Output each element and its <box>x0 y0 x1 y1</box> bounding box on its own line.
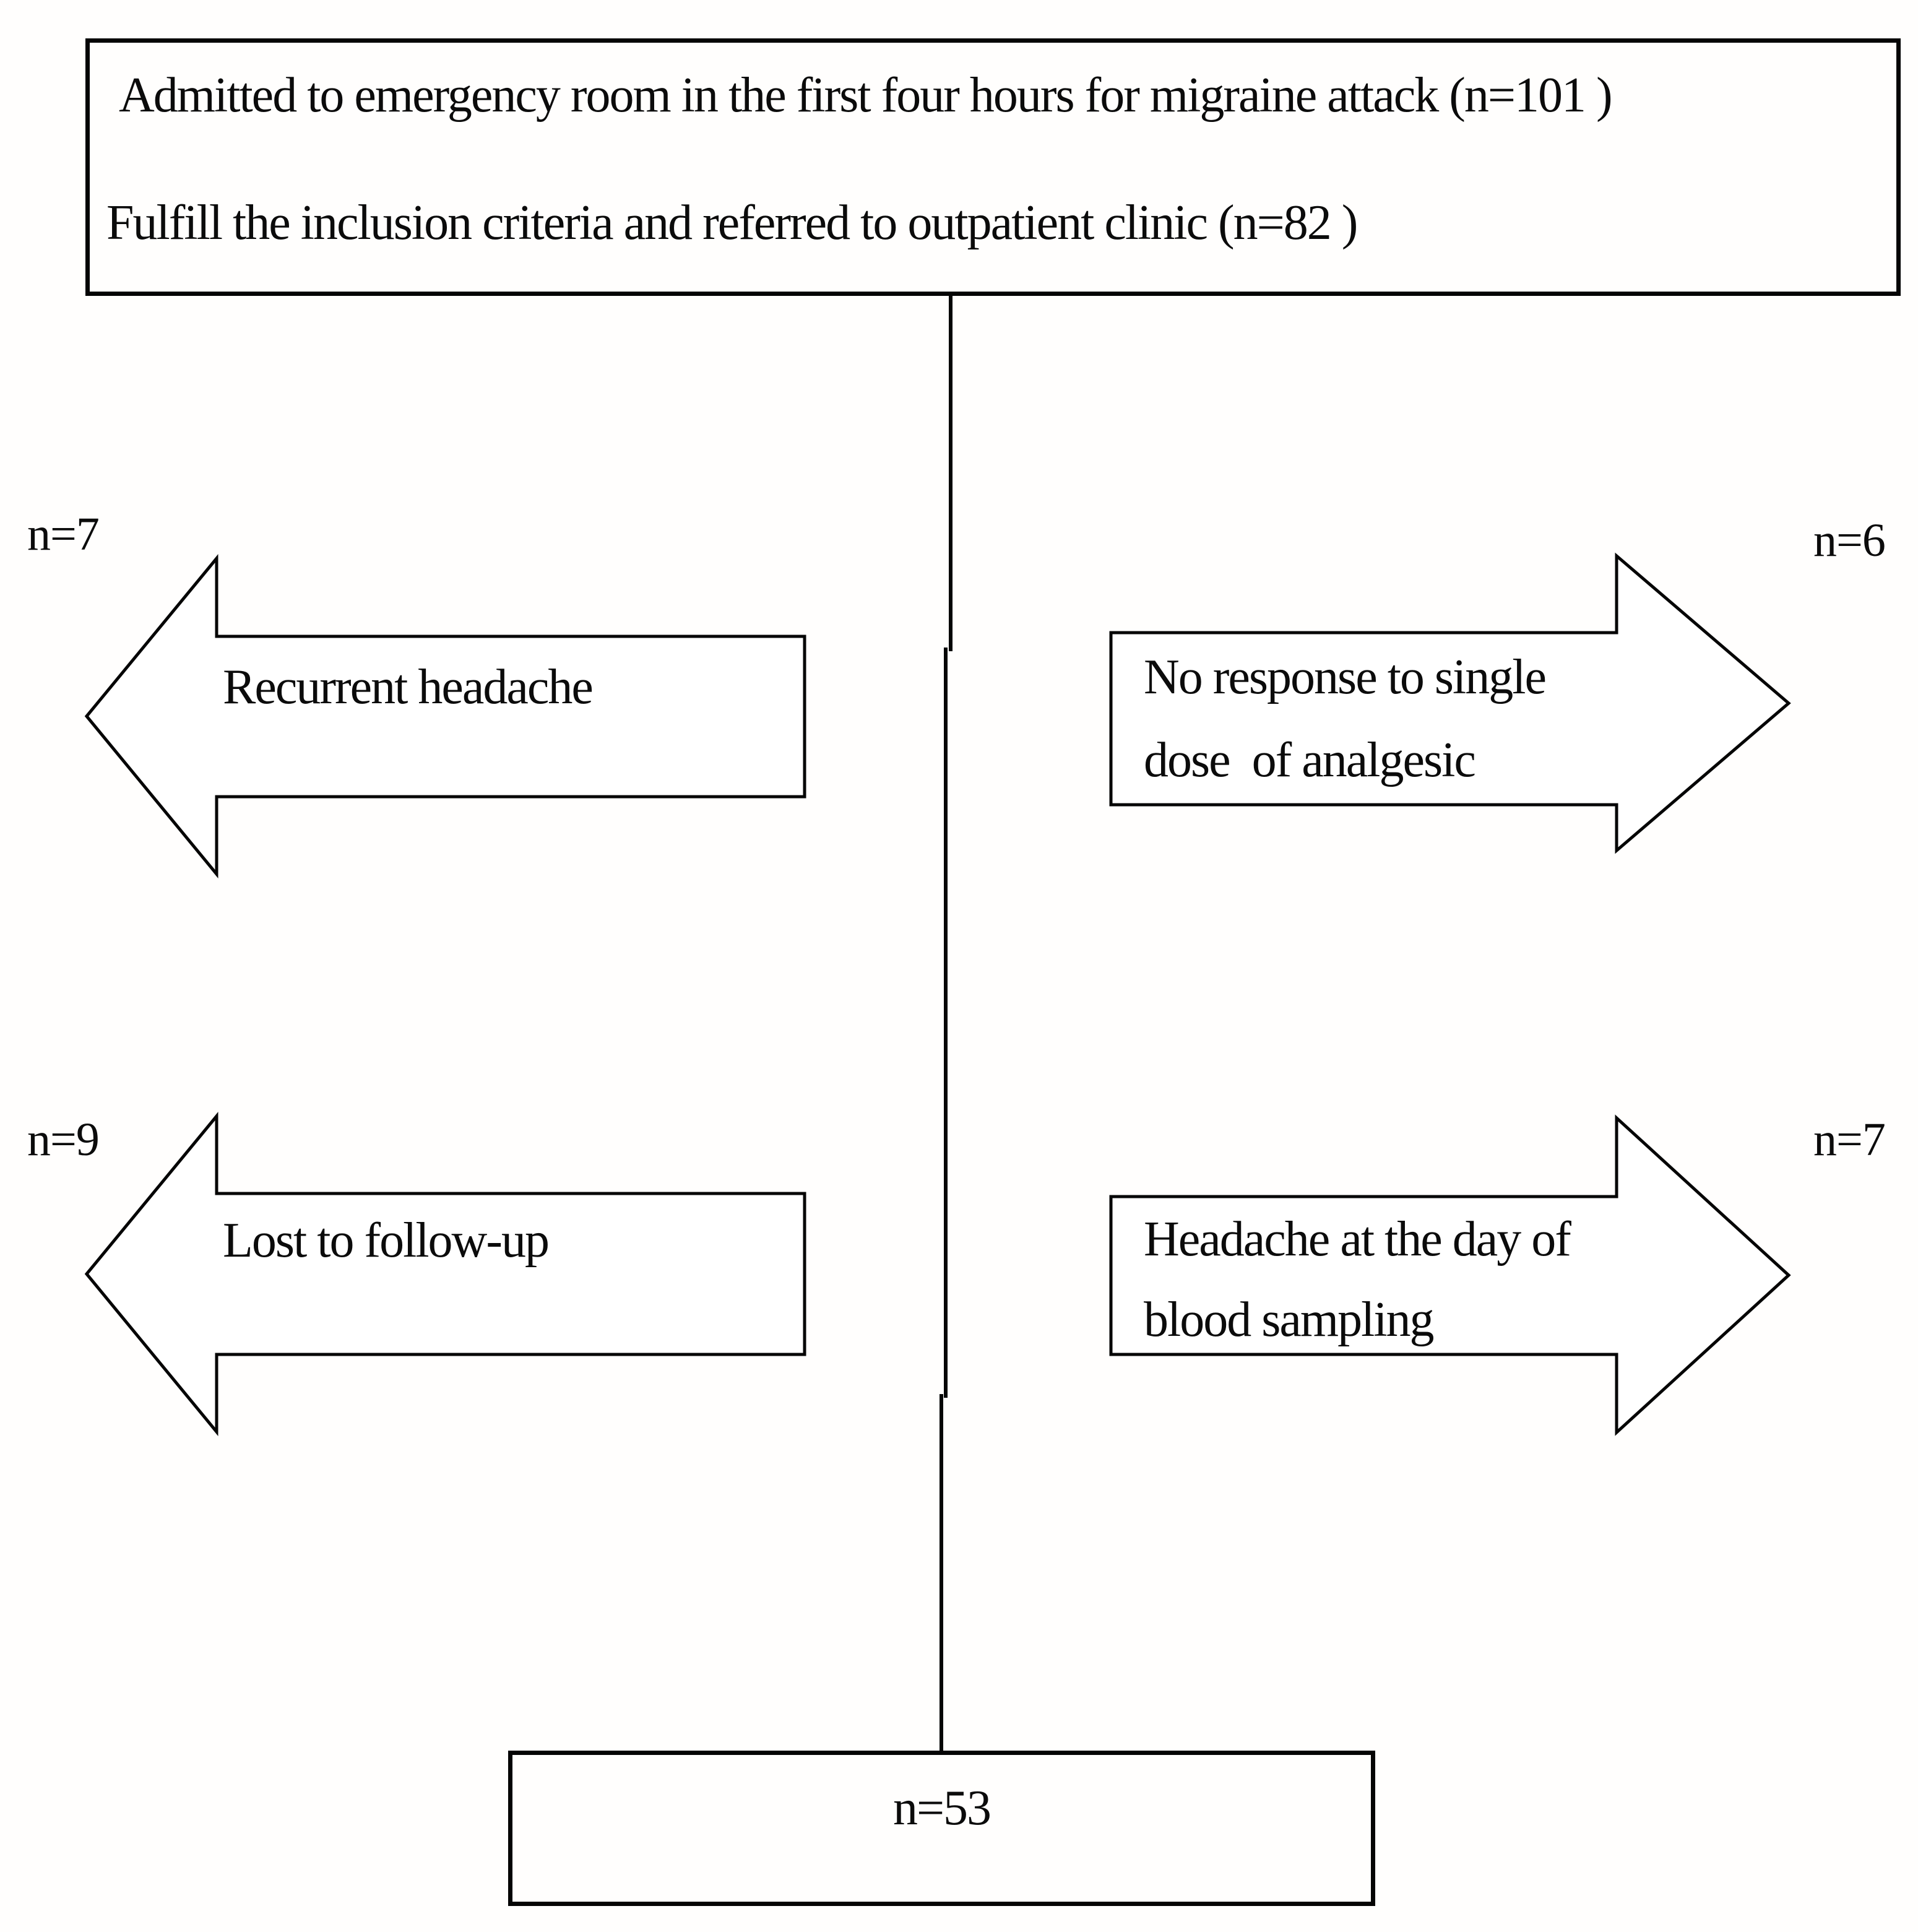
bottom-box <box>508 1751 1375 1906</box>
count-label-left-1: n=7 <box>27 508 100 560</box>
right-arrow-2-shape <box>1109 1114 1791 1436</box>
top-box-line-2: Fulfill the inclusion criteria and refer… <box>106 196 1358 250</box>
count-label-right-2: n=7 <box>1813 1114 1886 1166</box>
left-arrow-1-shape <box>84 554 806 878</box>
left-arrow-2-shape <box>84 1112 806 1436</box>
left-arrow-2-label: Lost to follow-up <box>223 1213 550 1268</box>
right-arrow-1-label-line-2: dose of analgesic <box>1144 733 1476 787</box>
count-label-left-2: n=9 <box>27 1114 100 1166</box>
right-arrow-1-label-line-1: No response to single <box>1144 650 1547 704</box>
right-arrow-2-label-line-1: Headache at the day of <box>1144 1212 1571 1267</box>
bottom-box-label: n=53 <box>892 1781 991 1835</box>
right-arrow-1-shape <box>1109 552 1791 854</box>
top-box <box>85 38 1901 296</box>
count-label-right-1: n=6 <box>1813 514 1886 566</box>
right-arrow-2-label-line-2: blood sampling <box>1144 1293 1435 1347</box>
left-arrow-1-label: Recurrent headache <box>223 660 594 714</box>
top-box-line-1: Admitted to emergency room in the first … <box>119 68 1613 123</box>
